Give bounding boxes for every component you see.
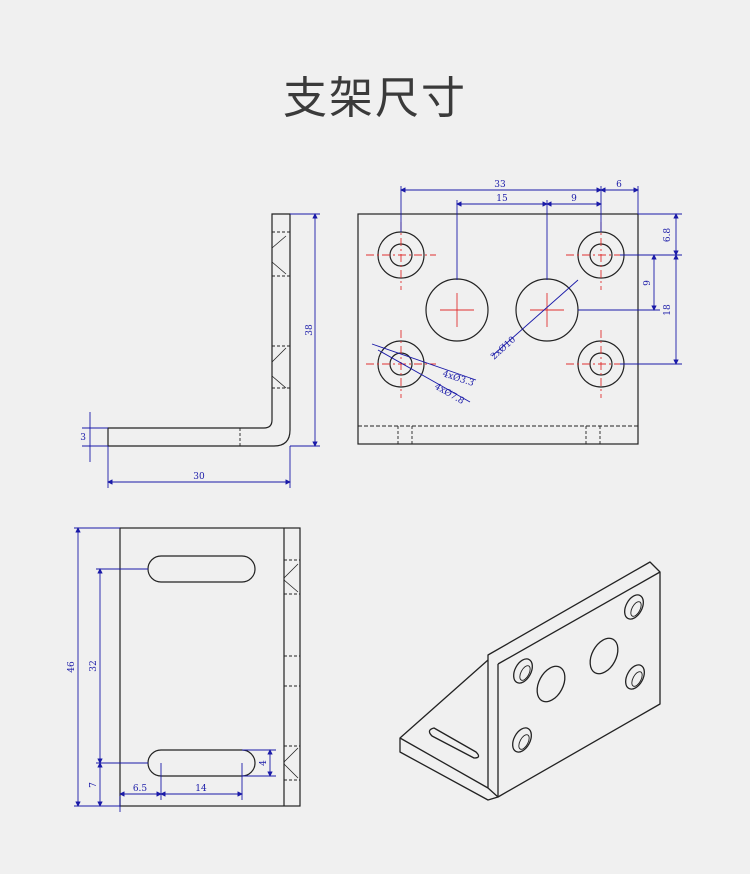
iso-hole-5: [625, 664, 645, 690]
dim-label-18: 18: [663, 304, 673, 316]
dim-label-32: 32: [89, 660, 99, 671]
dim-label-6-5: 6.5: [133, 784, 148, 794]
side-view-dimensions: [82, 213, 320, 488]
slot-bottom: [147, 749, 256, 777]
dim-label-46: 46: [67, 661, 77, 673]
dim-label-33: 33: [494, 180, 506, 190]
base-view-dimensions: [74, 527, 276, 812]
dim-label-9-right: 9: [643, 280, 653, 286]
front-view: [357, 213, 639, 445]
dim-label-3: 3: [80, 433, 86, 443]
leader-big-holes: [491, 279, 579, 357]
front-plate-outline: [357, 213, 639, 445]
dim-label-38: 38: [305, 324, 315, 336]
base-plate-outline: [119, 527, 301, 807]
dim-label-6: 6: [616, 180, 622, 190]
iso-hole-3: [589, 637, 619, 675]
front-view-dimensions: [371, 186, 682, 403]
base-view: [119, 527, 301, 807]
label-big-holes: 2xØ10: [489, 334, 519, 362]
page-title: 支架尺寸: [283, 73, 467, 124]
dim-label-30: 30: [193, 472, 205, 482]
dim-label-7: 7: [89, 782, 99, 788]
iso-base-slot: [428, 727, 480, 759]
dim-label-14: 14: [195, 784, 207, 794]
leader-small-holes: [371, 343, 477, 381]
side-view: [107, 213, 291, 447]
leader-counterbore: [377, 349, 471, 403]
dim-label-6-8: 6.8: [663, 228, 673, 243]
dim-label-4: 4: [259, 760, 269, 766]
isometric-view: [399, 561, 661, 801]
slot-top: [147, 555, 256, 583]
side-profile-outline: [107, 213, 291, 447]
iso-hole-2: [536, 665, 566, 703]
iso-hole-1: [513, 658, 533, 684]
dim-label-15: 15: [496, 194, 508, 204]
front-centerlines: [366, 222, 636, 398]
iso-hole-4: [624, 594, 644, 620]
dim-label-9-top: 9: [571, 194, 577, 204]
iso-hole-6: [512, 727, 532, 753]
iso-base-plate: [399, 659, 499, 801]
